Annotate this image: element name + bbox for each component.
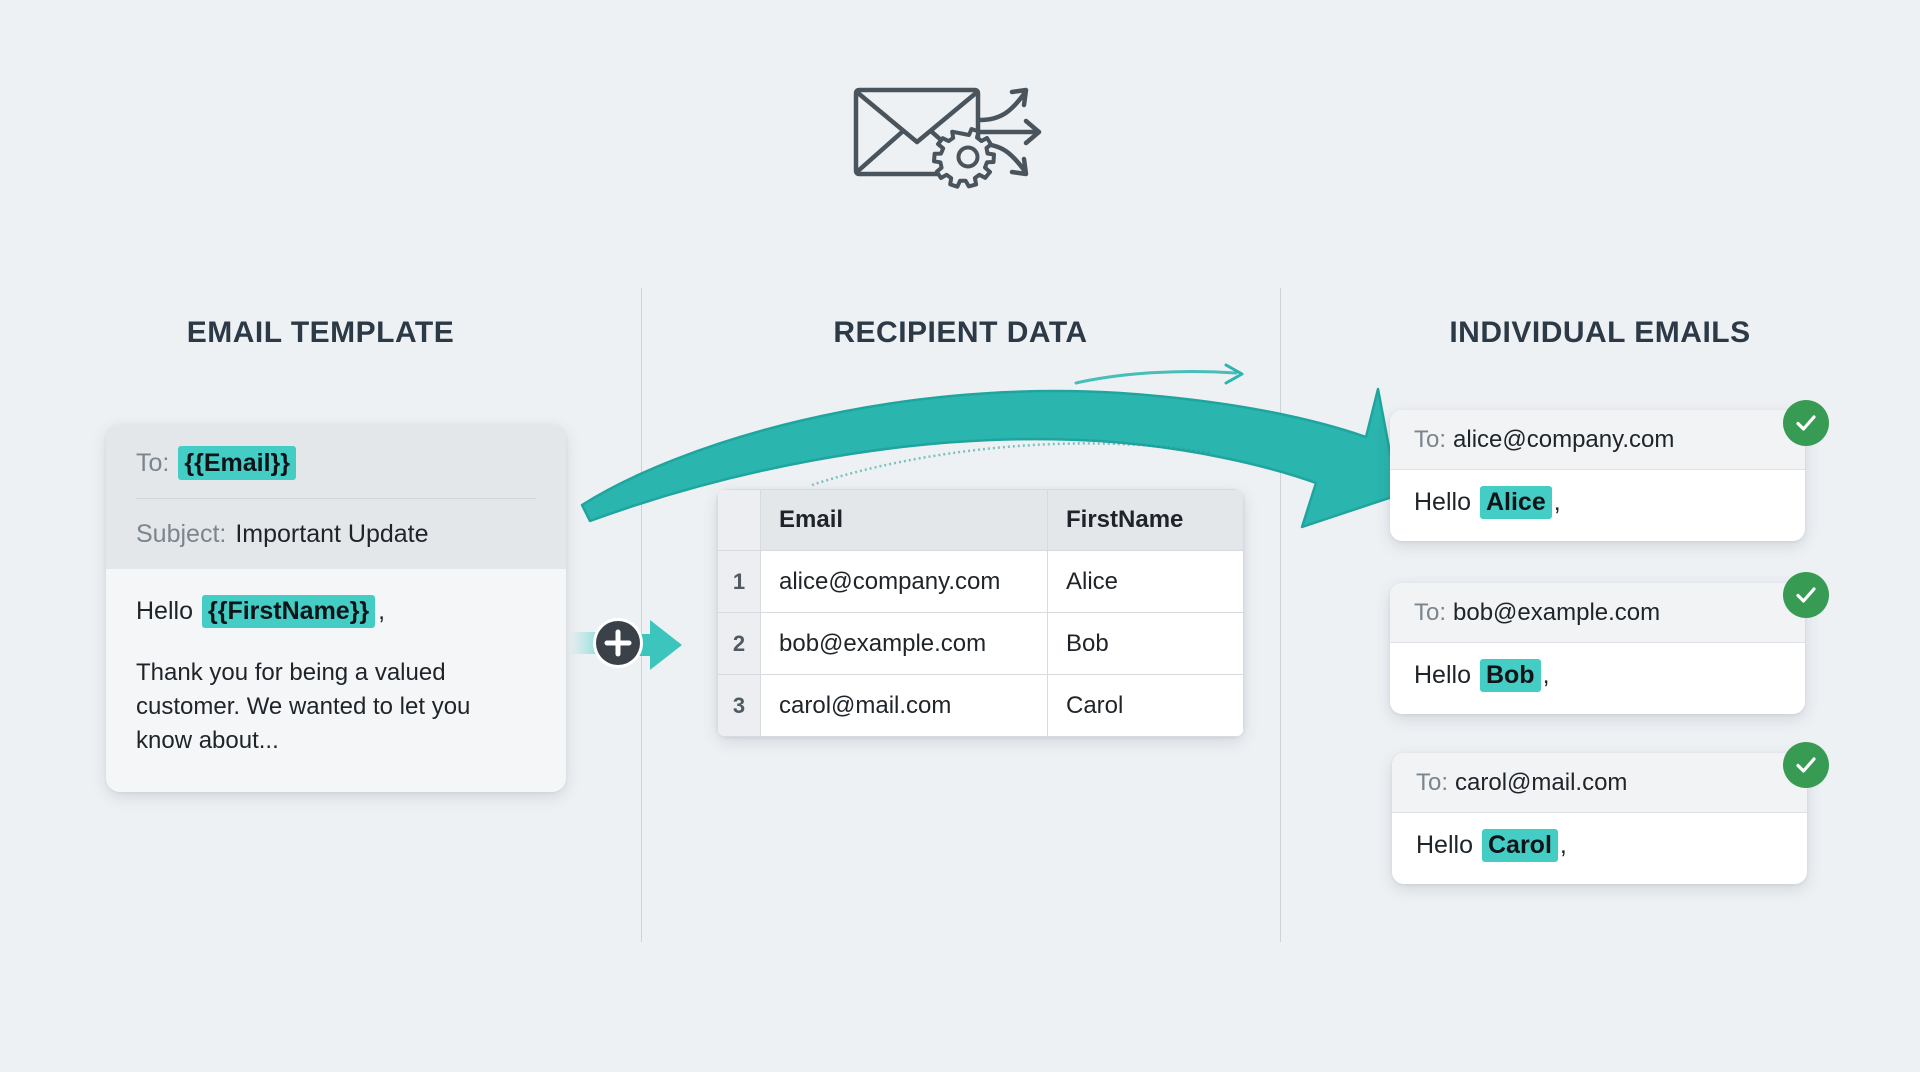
template-to-row: To: {{Email}} xyxy=(136,446,536,499)
output-email-card[interactable]: To:carol@mail.com Hello Carol , xyxy=(1392,753,1807,884)
output-to-label: To: xyxy=(1414,426,1447,453)
output-to-label: To: xyxy=(1414,599,1447,626)
table-row[interactable]: 3 carol@mail.com Carol xyxy=(717,674,1244,737)
output-greeting-row: Hello Bob , xyxy=(1390,643,1805,714)
template-subject-row: Subject: Important Update xyxy=(136,499,536,549)
table-header-gutter xyxy=(717,489,761,551)
output-to-row: To:bob@example.com xyxy=(1390,583,1805,643)
output-to-label: To: xyxy=(1416,769,1449,796)
merge-plus-arrow-icon xyxy=(570,600,700,690)
output-email-card[interactable]: To:bob@example.com Hello Bob , xyxy=(1390,583,1805,714)
row-firstname: Carol xyxy=(1047,674,1244,737)
output-to-row: To:alice@company.com xyxy=(1390,410,1805,470)
row-index: 2 xyxy=(717,612,761,675)
output-merged-name: Carol xyxy=(1481,829,1558,862)
column-divider-right xyxy=(1280,288,1281,942)
template-greeting-line: Hello {{FirstName}} , xyxy=(136,595,536,628)
template-body: Hello {{FirstName}} , Thank you for bein… xyxy=(106,569,566,793)
output-to-value: bob@example.com xyxy=(1453,599,1661,626)
table-row[interactable]: 2 bob@example.com Bob xyxy=(717,612,1244,675)
row-email: bob@example.com xyxy=(760,612,1048,675)
output-greeting-text: Hello xyxy=(1414,488,1471,516)
column-divider-left xyxy=(641,288,642,942)
table-row[interactable]: 1 alice@company.com Alice xyxy=(717,550,1244,613)
output-to-row: To:carol@mail.com xyxy=(1392,753,1807,813)
table-header-email: Email xyxy=(760,489,1048,551)
check-circle-icon xyxy=(1783,742,1829,788)
template-greeting-comma: , xyxy=(378,597,386,625)
output-greeting-comma: , xyxy=(1542,661,1550,689)
row-email: carol@mail.com xyxy=(760,674,1048,737)
template-header: To: {{Email}} Subject: Important Update xyxy=(106,424,566,569)
row-email: alice@company.com xyxy=(760,550,1048,613)
output-greeting-comma: , xyxy=(1553,488,1561,516)
template-subject-value: Important Update xyxy=(235,520,429,548)
row-index: 1 xyxy=(717,550,761,613)
template-body-paragraph: Thank you for being a valued customer. W… xyxy=(136,659,471,755)
output-to-value: carol@mail.com xyxy=(1455,769,1628,796)
row-firstname: Bob xyxy=(1047,612,1244,675)
column-title-email-template: EMAIL TEMPLATE xyxy=(186,316,455,349)
row-index: 3 xyxy=(717,674,761,737)
output-to-value: alice@company.com xyxy=(1453,426,1675,453)
output-greeting-comma: , xyxy=(1559,831,1567,859)
output-greeting-row: Hello Carol , xyxy=(1392,813,1807,884)
output-greeting-text: Hello xyxy=(1414,661,1471,689)
template-subject-label: Subject: xyxy=(136,520,227,548)
output-email-card[interactable]: To:alice@company.com Hello Alice , xyxy=(1390,410,1805,541)
envelope-gear-distribute-icon xyxy=(852,72,1052,190)
check-circle-icon xyxy=(1783,400,1829,446)
row-firstname: Alice xyxy=(1047,550,1244,613)
email-template-card[interactable]: To: {{Email}} Subject: Important Update … xyxy=(106,424,566,793)
table-header-row: Email FirstName xyxy=(717,489,1244,551)
recipient-data-table[interactable]: Email FirstName 1 alice@company.com Alic… xyxy=(717,489,1244,737)
column-title-recipient-data: RECIPIENT DATA xyxy=(833,316,1088,349)
output-merged-name: Alice xyxy=(1479,486,1552,519)
output-merged-name: Bob xyxy=(1479,659,1541,692)
check-circle-icon xyxy=(1783,572,1829,618)
template-to-token: {{Email}} xyxy=(178,446,296,480)
output-greeting-text: Hello xyxy=(1416,831,1473,859)
template-to-label: To: xyxy=(136,449,170,477)
template-greeting-text: Hello xyxy=(136,597,193,625)
table-header-firstname: FirstName xyxy=(1047,489,1244,551)
column-title-individual-emails: INDIVIDUAL EMAILS xyxy=(1449,316,1751,349)
template-firstname-token: {{FirstName}} xyxy=(201,595,376,628)
output-greeting-row: Hello Alice , xyxy=(1390,470,1805,541)
